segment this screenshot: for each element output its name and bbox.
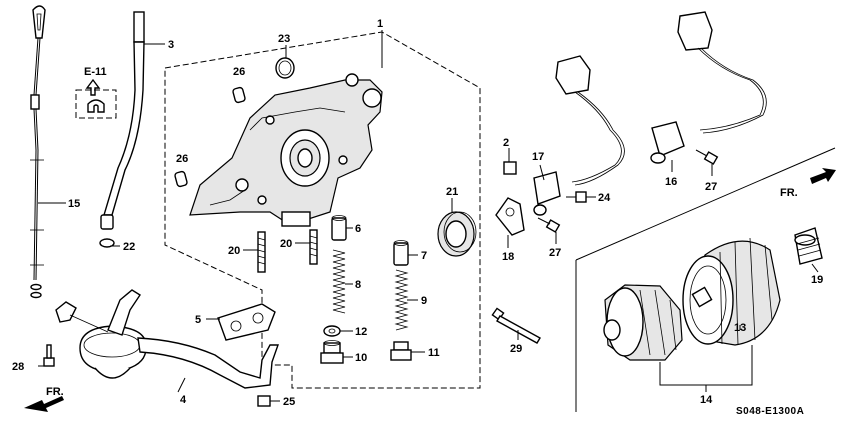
label-part-20a: 20 [228,245,240,257]
label-part-20b: 20 [280,238,292,250]
label-part-16: 16 [665,176,677,188]
front-arrow-right-icon [810,168,836,184]
strainer-bolt [43,344,55,367]
reference-box [75,78,117,119]
label-part-24: 24 [598,192,611,204]
sensor-bolt [566,191,587,203]
label-part-27b: 27 [705,181,717,193]
label-part-29: 29 [510,343,522,355]
label-part-25: 25 [283,396,295,408]
oil-seal [437,211,477,257]
reference-label: E-11 [84,66,107,78]
label-part-3: 3 [168,39,174,51]
threaded-joint [794,227,823,265]
label-part-2: 2 [503,137,509,149]
front-label-left: FR. [46,386,64,398]
filter-panel-boundary [575,147,836,412]
tdc-sensor-harness [650,11,767,164]
relief-spring [332,249,346,314]
sensor-bracket [495,197,525,236]
strainer-nut [257,395,271,407]
dowel-pin-lower [174,170,188,188]
relief-spring-alt [394,269,409,331]
oil-strainer [55,289,279,389]
label-part-21: 21 [446,186,458,198]
crank-sensor-harness [533,55,625,216]
assembly-boundary [164,31,481,389]
label-part-8: 8 [355,279,361,291]
label-part-18: 18 [502,251,514,263]
label-part-23: 23 [278,33,290,45]
sealing-washer [323,325,341,337]
diagram-code: S048-E1300A [736,406,804,417]
bracket-bolt [537,217,561,233]
sensor-bolt-right [695,149,719,165]
relief-plunger-alt [393,240,409,266]
label-part-5: 5 [195,314,201,326]
label-part-11: 11 [428,347,440,359]
sealing-bolt [390,341,412,361]
label-part-7: 7 [421,250,427,262]
oil-pump-body [189,73,383,227]
front-label-right: FR. [780,187,798,199]
relief-plunger [331,215,347,241]
dipstick [30,5,46,299]
dowel-pin-upper [232,86,246,104]
filter-adapter [603,284,683,361]
label-part-9: 9 [421,295,427,307]
label-part-22: 22 [123,241,135,253]
front-arrow-left-icon [24,396,64,412]
label-part-26a: 26 [233,66,245,78]
oil-filter [682,237,781,346]
dipstick-tube [99,11,145,248]
label-part-17: 17 [532,151,544,163]
label-part-1: 1 [377,18,383,30]
label-part-26b: 26 [176,153,188,165]
label-part-10: 10 [355,352,367,364]
label-part-4: 4 [180,394,187,406]
pump-gasket [217,303,276,341]
relief-bolt [320,340,344,364]
label-part-14: 14 [700,394,713,406]
stud-left [257,231,266,273]
label-part-15: 15 [68,198,80,210]
label-part-6: 6 [355,223,361,235]
sensor-clip [503,161,517,175]
stud-right [309,229,318,265]
label-part-13: 13 [734,322,746,334]
label-part-19: 19 [811,274,823,286]
label-part-12: 12 [355,326,367,338]
label-part-27a: 27 [549,247,561,259]
label-part-28: 28 [12,361,24,373]
long-bolt [491,307,541,344]
